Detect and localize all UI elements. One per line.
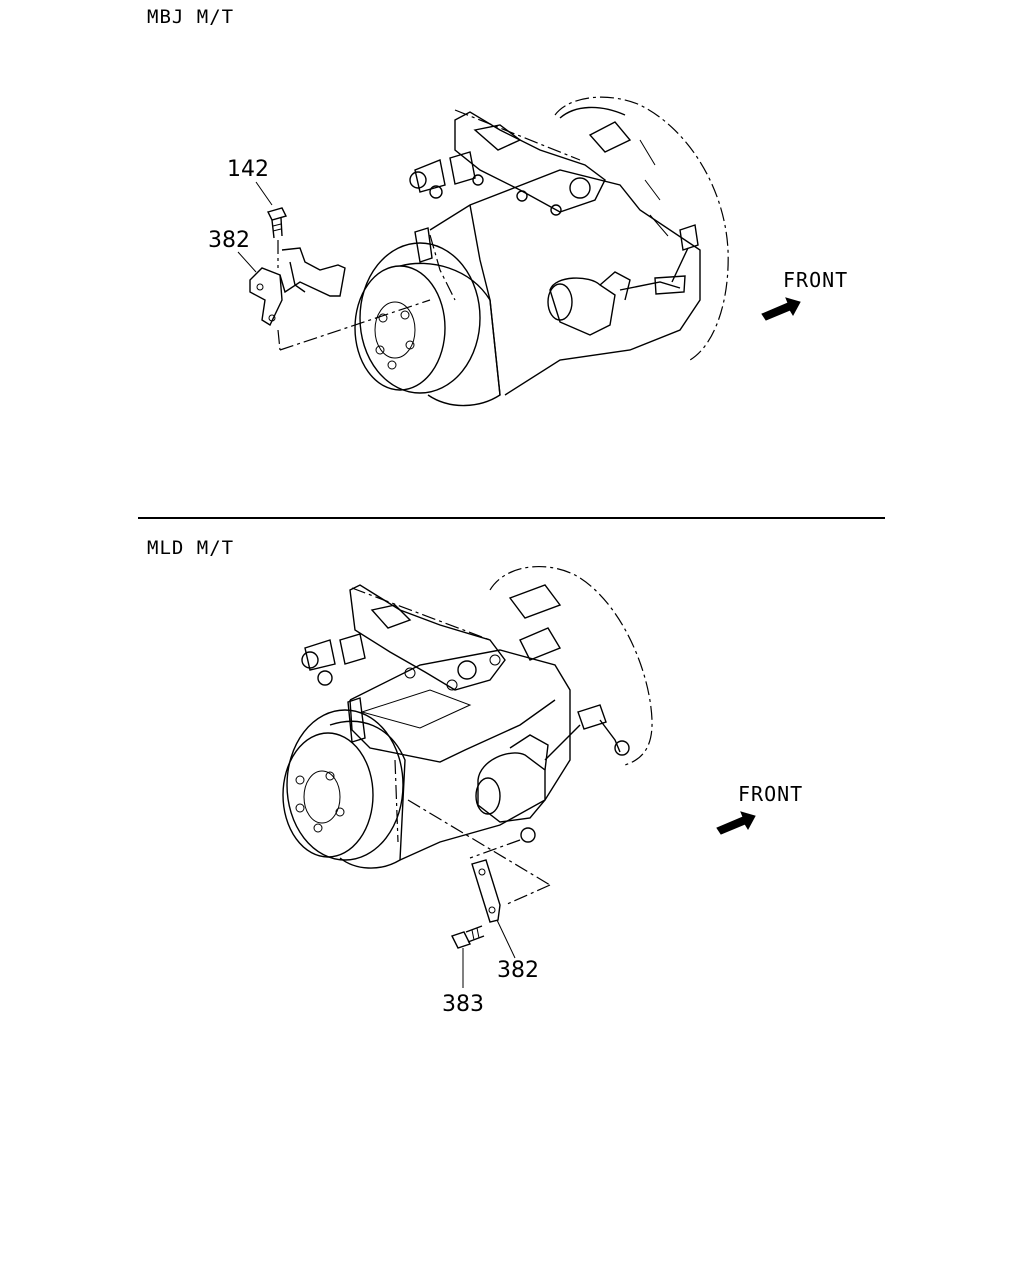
upper-bracket-382 — [249, 247, 346, 327]
callout-bolt-upper: 142 — [227, 157, 269, 182]
callout-bracket-upper: 382 — [208, 228, 250, 253]
front-label-lower: FRONT — [738, 782, 804, 806]
lower-transmission — [282, 565, 653, 906]
section-divider — [138, 517, 885, 519]
leader-142 — [255, 181, 273, 206]
leader-382-lower — [496, 919, 516, 959]
callout-bracket-lower: 382 — [497, 958, 539, 983]
lower-section-title: MLD M/T — [147, 537, 235, 559]
upper-bolt-142 — [266, 207, 288, 268]
front-label-upper: FRONT — [783, 268, 849, 292]
leader-382-upper — [237, 251, 257, 273]
callout-bolt-lower: 383 — [442, 992, 484, 1017]
front-arrow-lower-icon — [716, 811, 756, 835]
front-arrow-upper-icon — [761, 297, 801, 321]
lower-bolt-383 — [451, 925, 485, 949]
lower-bracket-382 — [471, 859, 501, 923]
upper-transmission — [277, 96, 729, 407]
upper-section-title: MBJ M/T — [147, 6, 235, 28]
